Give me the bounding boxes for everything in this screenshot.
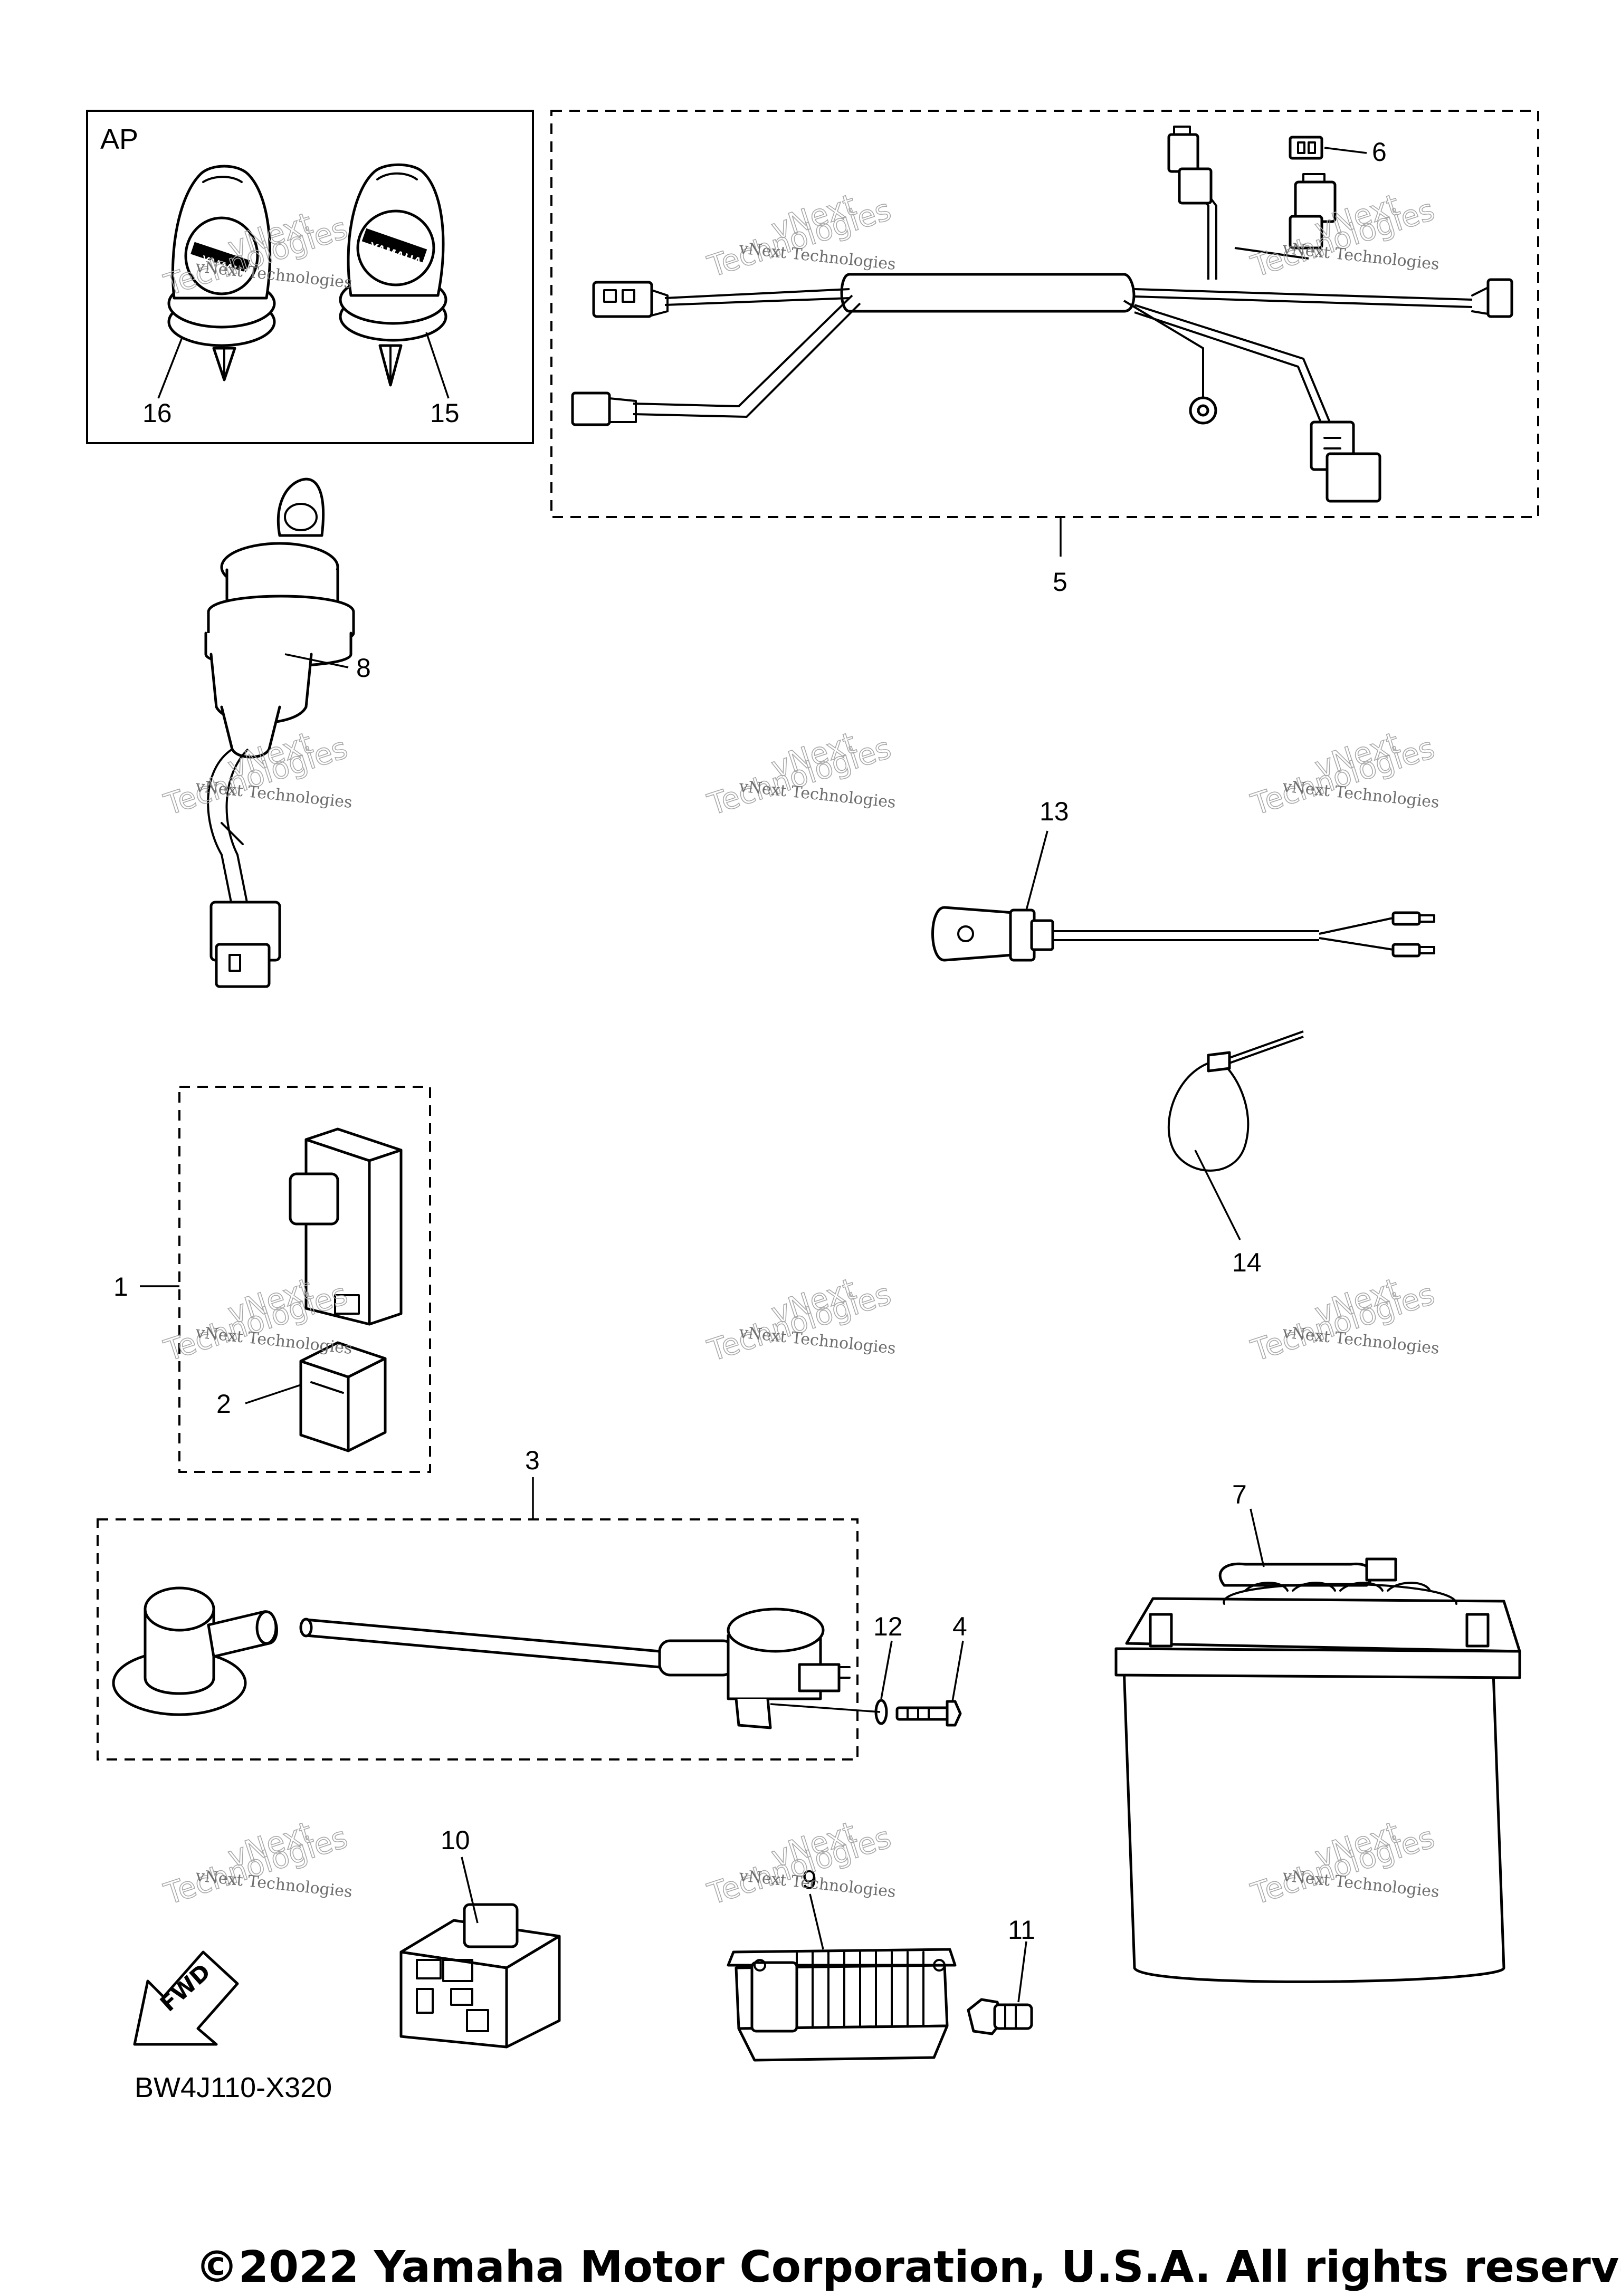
key-15[interactable]: YAMAHA <box>339 163 447 387</box>
neutral-switch-13[interactable] <box>931 906 1435 962</box>
harness-connector-left[interactable] <box>592 281 669 318</box>
callout-1[interactable]: 1 <box>113 1272 128 1302</box>
callout-3[interactable]: 3 <box>525 1446 540 1475</box>
watermark-8: vNext Technologies vNext Technologies <box>703 1271 897 1369</box>
callout-2[interactable]: 2 <box>216 1389 231 1419</box>
bolt-11[interactable] <box>967 1998 1033 2035</box>
callout-7[interactable]: 7 <box>1232 1480 1247 1509</box>
watermark-6: vNext Technologies vNext Technologies <box>1246 725 1440 822</box>
coil-body[interactable] <box>658 1608 851 1729</box>
callout-11[interactable]: 11 <box>1008 1915 1035 1945</box>
watermark-3: vNext Technologies vNext Technologies <box>1246 187 1440 284</box>
callout-10[interactable]: 10 <box>441 1825 470 1855</box>
cdi-dashed-box <box>178 1086 431 1473</box>
callout-15[interactable]: 15 <box>430 398 460 428</box>
fuse-6[interactable] <box>1289 136 1323 160</box>
ht-lead <box>304 1618 661 1669</box>
starter-relay-10[interactable] <box>399 1903 561 2049</box>
watermark-11: vNext Technologies vNext Technologies <box>703 1815 897 1912</box>
harness-connector-fuse-holder[interactable] <box>1289 173 1337 250</box>
bolt-4[interactable] <box>895 1700 962 1727</box>
harness-connector-lower-left[interactable] <box>571 391 637 426</box>
callout-5[interactable]: 5 <box>1053 567 1067 597</box>
forward-arrow-icon: FWD <box>133 1950 239 2046</box>
callout-8[interactable]: 8 <box>356 653 371 683</box>
ap-key-group: AP YAMAHA YAMAHA 16 15 <box>86 110 534 444</box>
cdi-unit[interactable] <box>289 1127 403 1326</box>
watermark-10: vNext Technologies vNext Technologies <box>159 1815 353 1912</box>
watermark-5: vNext Technologies vNext Technologies <box>703 725 897 822</box>
key-16[interactable]: YAMAHA <box>167 165 276 381</box>
watermark-9: vNext Technologies vNext Technologies <box>1246 1271 1440 1369</box>
ignition-coil-group: 3 12 4 <box>97 1446 967 1761</box>
harness-connector-lower-right[interactable] <box>1310 420 1381 503</box>
harness-connector-right[interactable] <box>1471 278 1513 318</box>
cdi-group: 1 2 <box>113 1086 431 1473</box>
callout-6[interactable]: 6 <box>1372 137 1387 167</box>
main-switch-8[interactable] <box>204 477 355 988</box>
callout-14[interactable]: 14 <box>1232 1248 1262 1277</box>
copyright-notice: ©2022 Yamaha Motor Corporation, U.S.A. A… <box>195 2242 1621 2292</box>
wire-harness-group: 6 5 <box>550 110 1539 597</box>
callout-13[interactable]: 13 <box>1040 797 1069 826</box>
ap-box-label: AP <box>100 123 138 155</box>
callout-9[interactable]: 9 <box>802 1865 817 1895</box>
callout-4[interactable]: 4 <box>952 1612 967 1641</box>
callout-12[interactable]: 12 <box>873 1612 903 1641</box>
harness-dashed-box <box>550 110 1539 518</box>
battery-7[interactable] <box>1114 1557 1521 1983</box>
watermark-2: vNext Technologies vNext Technologies <box>703 187 897 284</box>
relay-2[interactable] <box>299 1341 387 1452</box>
spark-plug-cap[interactable] <box>112 1586 278 1716</box>
diagram-code: BW4J110-X320 <box>135 2072 332 2103</box>
harness-connector-top[interactable] <box>1167 126 1213 205</box>
coil-dashed-box <box>97 1518 859 1761</box>
callout-16[interactable]: 16 <box>142 398 172 428</box>
cable-band-14[interactable] <box>1167 1030 1304 1172</box>
watermark-7: vNext Technologies vNext Technologies <box>159 1271 353 1369</box>
rectifier-regulator-9[interactable] <box>727 1948 957 2062</box>
